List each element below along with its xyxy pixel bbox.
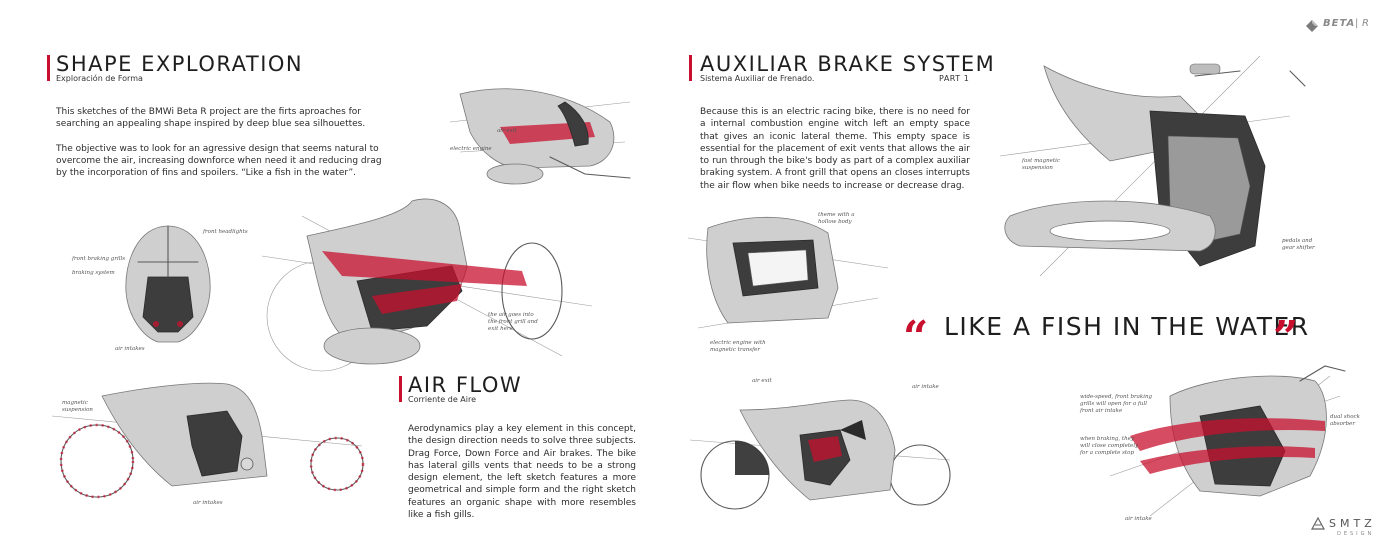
note-air-exit-2: air exit — [752, 378, 772, 384]
sketch-front-fairing — [449, 88, 631, 185]
sketch-front-view — [125, 225, 211, 343]
airflow-title-accent — [399, 376, 402, 402]
airflow-title: AIR FLOW — [408, 373, 523, 397]
airflow-text: Aerodynamics play a key element in this … — [408, 424, 636, 521]
note-dual-shock: dual shock absorber — [1330, 414, 1360, 427]
brake-title-accent — [689, 55, 692, 81]
smtz-mark-icon — [1310, 516, 1326, 530]
brake-text: Because this is an electric racing bike,… — [700, 107, 970, 191]
note-front-grills-open: wide-speed, front braking grills will op… — [1080, 394, 1153, 414]
note-air-path: the air goes into the front grill and ex… — [488, 312, 538, 332]
brand-mark-icon — [1306, 20, 1318, 32]
note-air-intakes-2: air intakes — [193, 500, 223, 506]
note-pedals-gear-shifter: pedals and gear shifter — [1282, 238, 1315, 251]
note-electric-engine-2: electric engine with magnetic transfer — [710, 340, 766, 353]
brand-logo-suffix: R — [1362, 18, 1369, 29]
note-front-braking-grills: front braking grills — [72, 256, 126, 262]
smtz-logo: SMTZ DESIGN — [1310, 516, 1393, 541]
shape-title: SHAPE EXPLORATION — [56, 52, 304, 76]
shape-paragraph-2: The objective was to look for an agressi… — [56, 143, 382, 179]
brake-title: AUXILIAR BRAKE SYSTEM — [700, 52, 996, 76]
shape-title-accent — [47, 55, 50, 81]
shape-text: This sketches of the BMWi Beta R project… — [56, 106, 394, 191]
sketch-top-render — [999, 55, 1306, 277]
note-magnetic-suspension: magnetic suspension — [62, 400, 93, 413]
brand-logo-divider: | — [1355, 18, 1359, 29]
quote-open-mark: “ — [903, 312, 929, 363]
note-fast-magnetic-suspension: fast magnetic suspension — [1022, 158, 1060, 171]
note-grills-close: when braking, they will close completely… — [1080, 436, 1139, 456]
brand-logo-text: BETA — [1323, 18, 1356, 29]
note-braking-system: braking system — [72, 270, 115, 276]
shape-paragraph-1: This sketches of the BMWi Beta R project… — [56, 107, 366, 130]
sketch-side-bike-large — [261, 198, 593, 372]
sketch-hollow-body — [687, 216, 889, 329]
sketch-gills-render — [1109, 365, 1346, 517]
brand-logo: BETA | R — [1304, 18, 1394, 32]
airflow-subtitle: Corriente de Aire — [408, 395, 477, 404]
smtz-logo-tag: DESIGN — [1337, 531, 1375, 537]
note-hollow-body: theme with a hollow body — [818, 212, 855, 225]
note-front-headlights: front headlights — [203, 229, 248, 235]
note-air-intake-2: air intake — [1125, 516, 1152, 522]
quote-text: LIKE A FISH IN THE WATER — [944, 312, 1310, 341]
brake-part: PART 1 — [939, 74, 970, 83]
sketch-side-bike-small — [51, 382, 365, 499]
shape-subtitle: Exploración de Forma — [56, 74, 143, 83]
note-electric-engine-1: electric engine — [450, 146, 492, 152]
note-air-exit-1: air exit — [497, 128, 517, 134]
brake-subtitle: Sistema Auxiliar de Frenado. — [700, 74, 815, 83]
smtz-logo-name: SMTZ — [1329, 517, 1376, 530]
sketch-lower-bike — [689, 399, 951, 510]
note-air-intakes-1: air intakes — [115, 346, 145, 352]
quote-close-mark: ” — [1273, 312, 1299, 363]
note-air-intake-1: air intake — [912, 384, 939, 390]
